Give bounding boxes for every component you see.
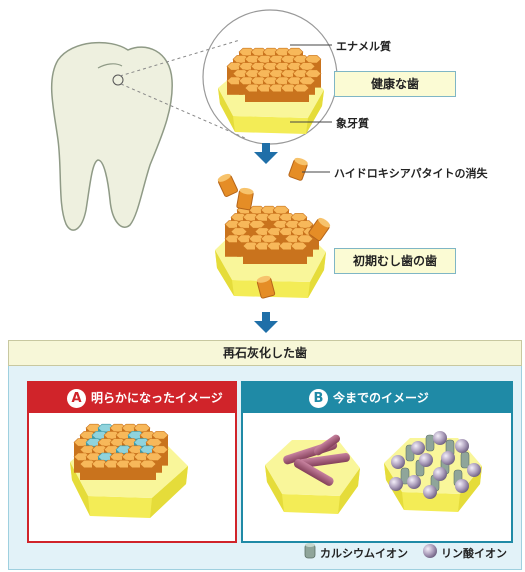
panel-b: B 今までのイメージ: [241, 381, 513, 543]
calcium-ion-legend-label: カルシウムイオン: [320, 545, 408, 561]
hex-crystal: [293, 84, 309, 102]
panel-a-title: A 明らかになったイメージ: [29, 383, 235, 413]
enamel-label: エナメル質: [336, 38, 391, 54]
hex-crystal: [291, 242, 307, 264]
loose-crystal: [237, 187, 254, 210]
remineralized-title: 再石灰化した歯: [8, 340, 522, 366]
letter-a-icon: A: [67, 389, 86, 408]
panel-b-title: B 今までのイメージ: [243, 383, 511, 413]
healthy-crystal-block: [218, 48, 324, 134]
phosphate-ion-legend-label: リン酸イオン: [441, 545, 507, 561]
dentin-label: 象牙質: [336, 115, 369, 131]
healthy-tooth-badge: 健康な歯: [334, 71, 456, 97]
panel-b-label: 今までのイメージ: [333, 391, 429, 405]
tooth-illustration: [52, 43, 173, 231]
down-arrow-2: [254, 312, 278, 333]
letter-b-icon: B: [309, 389, 328, 408]
panel-a-label: 明らかになったイメージ: [91, 391, 223, 405]
hydroxyapatite-loss-label: ハイドロキシアパタイトの消失: [334, 165, 488, 181]
down-arrow-1: [254, 143, 278, 164]
loose-crystal: [288, 156, 308, 181]
panel-a: A 明らかになったイメージ: [27, 381, 237, 543]
early-caries-badge: 初期むし歯の歯: [334, 248, 456, 274]
loose-crystal: [217, 172, 239, 197]
